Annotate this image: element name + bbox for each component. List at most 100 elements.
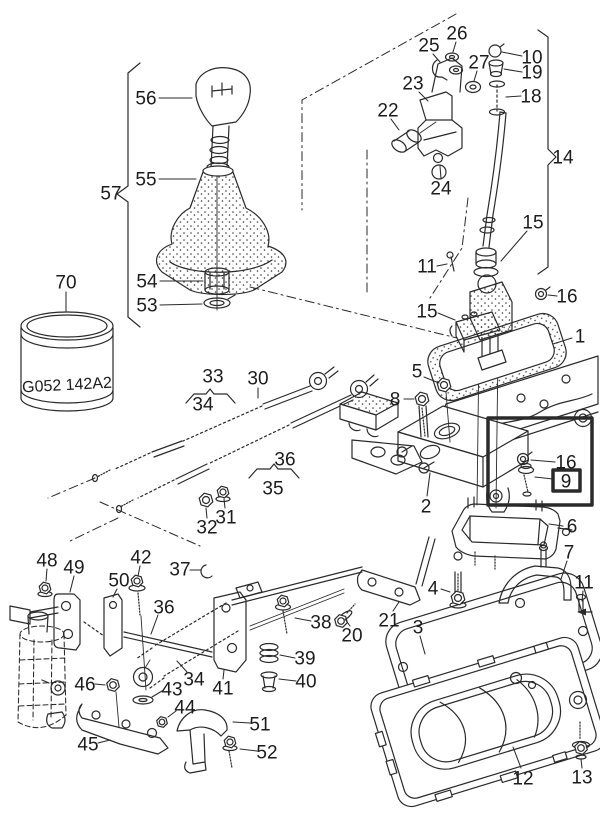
support-lever-7 xyxy=(498,541,572,604)
part-label-1-20: 1 xyxy=(575,327,586,348)
bracket-45 xyxy=(76,703,169,755)
clip-16-upper xyxy=(534,286,551,301)
brace-33 xyxy=(185,388,236,404)
part-label-70-5: 70 xyxy=(55,273,76,294)
cable-mount-35 xyxy=(351,439,423,475)
hex-nuts-and-heads xyxy=(38,377,588,755)
bracket-23 xyxy=(417,57,463,157)
part-label-39-55: 39 xyxy=(294,649,315,670)
part-label-7-34: 7 xyxy=(564,543,575,564)
part-label-21-37: 21 xyxy=(378,611,399,632)
bracket-brace-57 xyxy=(116,62,141,328)
part-label-46-51: 46 xyxy=(74,675,95,696)
nut-46-stud xyxy=(115,691,120,728)
part-label-49-43: 49 xyxy=(63,558,84,579)
bolt-42 xyxy=(128,584,147,691)
gearbox-outline xyxy=(17,611,67,729)
part-label-11-17: 11 xyxy=(417,257,437,278)
highlight-box xyxy=(486,416,594,507)
part-label-52-58: 52 xyxy=(256,743,277,764)
part-label-43-49: 43 xyxy=(161,680,182,701)
part-label-3-39: 3 xyxy=(413,618,424,639)
part-label-34-25: 34 xyxy=(192,395,214,416)
part-label-2-23: 2 xyxy=(421,497,432,518)
lever-51 xyxy=(176,709,228,774)
pin-11-mid xyxy=(446,251,455,272)
highlight-box-part-9 xyxy=(551,468,582,493)
relay-bracket-21 xyxy=(356,536,436,606)
guide-lines xyxy=(47,13,469,547)
container-part-number: G052 142A2 xyxy=(22,375,113,397)
part-label-33-24: 33 xyxy=(202,367,223,388)
disc-27 xyxy=(464,80,482,94)
part-label-8-22: 8 xyxy=(390,390,401,411)
shift-lever-15 xyxy=(479,111,507,248)
cable-bracket-30 xyxy=(339,391,399,438)
cover-plate-12 xyxy=(370,636,600,808)
part-label-12-40: 12 xyxy=(512,769,533,790)
part-label-54-3: 54 xyxy=(136,272,158,293)
part-label-26-7: 26 xyxy=(446,24,467,45)
bolt-thread-sections xyxy=(96,407,581,769)
bracket-15-left xyxy=(449,311,501,353)
part-label-31-29: 31 xyxy=(215,508,236,529)
part-label-22-14: 22 xyxy=(377,101,398,122)
clip-53 xyxy=(203,294,236,309)
part-label-44-50: 44 xyxy=(174,698,196,719)
part-label-15-19: 15 xyxy=(416,302,437,323)
part-label-11-35: 11 xyxy=(574,573,594,594)
part-label-45-52: 45 xyxy=(77,735,98,756)
part-label-51-57: 51 xyxy=(249,715,270,736)
washers-26 xyxy=(444,52,464,75)
bracket-brace-14 xyxy=(537,29,557,275)
bushing-54 xyxy=(204,267,230,295)
part-label-4-36: 4 xyxy=(428,579,439,600)
plate-41 xyxy=(213,581,263,673)
shifter-housing-2 xyxy=(396,344,529,509)
part-label-57-2: 57 xyxy=(100,184,121,205)
part-label-55-1: 55 xyxy=(135,170,156,191)
part-label-9-32: 9 xyxy=(561,472,572,493)
part-label-23-13: 23 xyxy=(402,74,423,95)
part-label-16-18: 16 xyxy=(556,287,577,308)
pin-22 xyxy=(391,121,437,153)
part-label-50-44: 50 xyxy=(108,571,129,592)
part-label-20-38: 20 xyxy=(341,626,362,647)
part-label-34-48: 34 xyxy=(183,670,205,691)
part-label-27-8: 27 xyxy=(468,53,489,74)
ring-10 xyxy=(488,43,505,58)
balls-24 xyxy=(431,152,447,180)
bearing-frame-6 xyxy=(451,496,573,561)
clip-37 xyxy=(200,564,213,579)
part-label-14-12: 14 xyxy=(552,148,574,169)
cable-end-eye xyxy=(132,659,154,688)
part-label-30-26: 30 xyxy=(247,369,268,390)
pin-11-bottom xyxy=(575,593,593,616)
washer-43 xyxy=(132,695,154,705)
part-label-18-11: 18 xyxy=(520,87,541,108)
selector-linkage xyxy=(9,590,213,658)
shift-boot-55 xyxy=(155,165,287,296)
brace-36 xyxy=(248,463,300,479)
part-label-19-10: 19 xyxy=(521,63,542,84)
part-label-5-21: 5 xyxy=(412,362,423,383)
spring-coil-sections xyxy=(83,84,498,689)
part-label-37-46: 37 xyxy=(169,560,190,581)
part-label-25-6: 25 xyxy=(418,36,439,57)
part-label-10-9: 10 xyxy=(521,48,542,69)
part-label-24-15: 24 xyxy=(430,179,452,200)
shift-cables xyxy=(91,366,379,514)
highlight-region xyxy=(486,416,594,507)
grommet-40 xyxy=(260,671,278,693)
part-label-35-28: 35 xyxy=(262,479,283,500)
part-label-13-41: 13 xyxy=(571,768,592,789)
gear-knob-56 xyxy=(195,67,251,172)
part-label-6-33: 6 xyxy=(567,517,578,538)
oil-container-70 xyxy=(20,311,114,412)
part-label-36-27: 36 xyxy=(274,450,295,471)
part-label-15-16: 15 xyxy=(522,213,543,234)
part-label-38-54: 38 xyxy=(310,613,331,634)
